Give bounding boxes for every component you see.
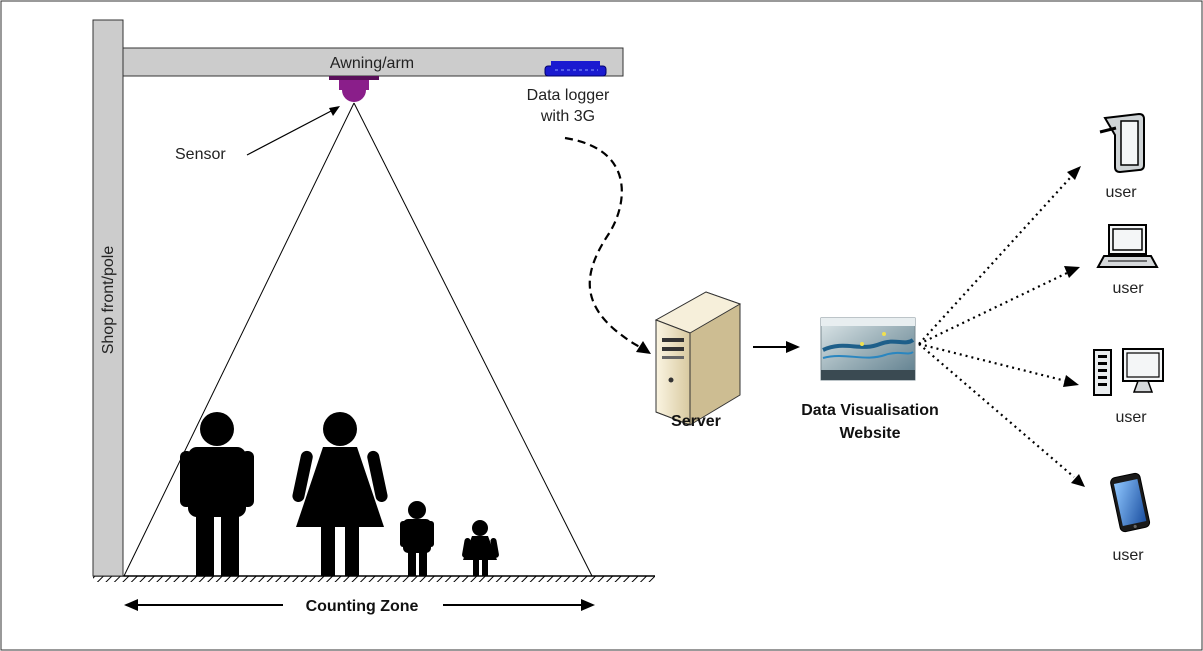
sensor-device [329,76,379,102]
sensor-pointer-arrow [246,106,340,156]
website-label-line1: Data Visualisation [801,402,939,419]
smartphone-icon [1110,472,1151,533]
shop-front-label: Shop front/pole [100,246,117,355]
shop-front-pole [92,19,124,577]
distribution-arrow-tablet [918,166,1081,345]
distribution-arrow-laptop [918,266,1080,345]
server-to-website-arrow [753,341,800,353]
wireless-link-arrow [564,136,651,354]
counting-zone-arrow [124,599,595,611]
person-girl-icon [462,520,499,576]
user-label-phone: user [1112,547,1144,564]
data-logger-label-line1: Data logger [527,87,610,104]
distribution-arrow-phone [918,343,1085,487]
counting-zone-label: Counting Zone [306,598,419,615]
sensor-view-left [123,102,355,577]
server-icon [654,291,742,426]
user-label-desktop: user [1115,409,1147,426]
person-woman-icon [292,412,388,576]
tablet-icon [1099,112,1145,174]
sensor-view-right [353,102,593,577]
distribution-arrow-desktop [918,342,1079,387]
ground-hatch [93,576,655,582]
person-boy-icon [400,501,434,576]
person-man-icon [180,412,254,576]
website-screenshot-icon [820,317,916,381]
data-logger-label-line2: with 3G [540,108,595,125]
desktop-computer-icon [1093,348,1164,396]
server-label: Server [671,413,721,430]
user-label-tablet: user [1105,184,1137,201]
sensor-label: Sensor [175,146,226,163]
data-logger-device [544,61,607,77]
website-label-line2: Website [839,425,900,442]
laptop-icon [1096,224,1159,268]
awning-label: Awning/arm [330,55,414,72]
user-label-laptop: user [1112,280,1144,297]
